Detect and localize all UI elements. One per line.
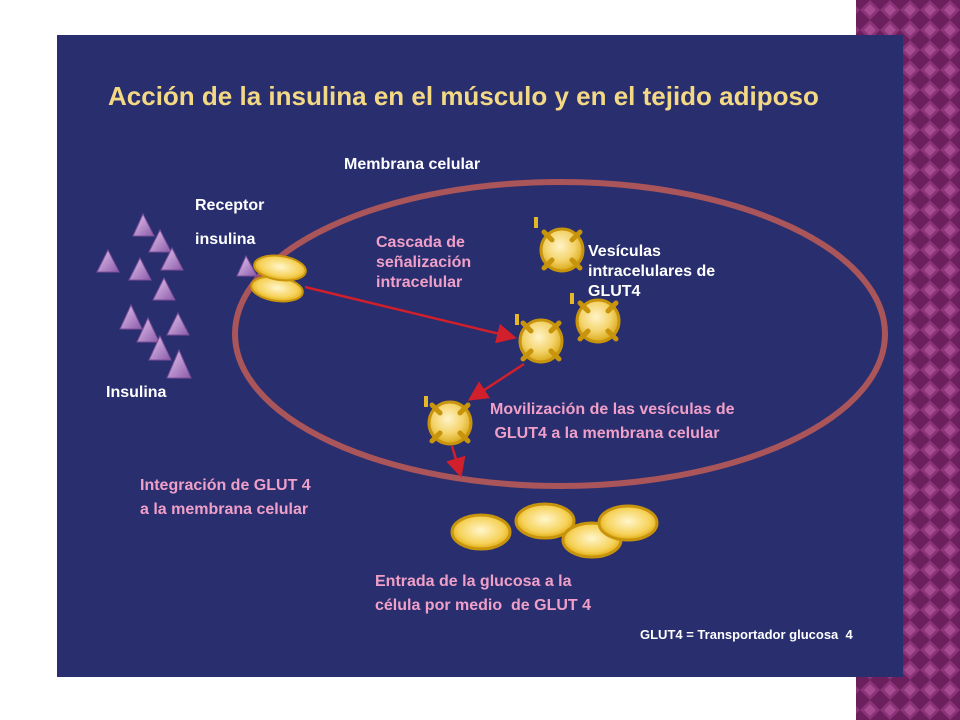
label-vesiculas: Vesículas intracelulares de GLUT4 (588, 242, 715, 302)
vesicle-icon (424, 396, 473, 446)
label-receptor: Receptor insulina (195, 189, 264, 257)
label-vesiculas-line: intracelulares de (588, 263, 716, 280)
triangle-icon (119, 303, 143, 330)
label-entrada: Entrada de la glucosa a la célula por me… (375, 570, 591, 618)
label-entrada-line: célula por medio de GLUT 4 (375, 597, 592, 614)
cell-membrane (232, 179, 888, 489)
label-cascada-line: señalización (376, 254, 472, 271)
triangle-icon (166, 311, 190, 336)
label-entrada-line: Entrada de la glucosa a la (375, 573, 572, 590)
triangle-icon (148, 228, 172, 253)
disc-icon (253, 254, 307, 282)
insulin-receptor (250, 254, 307, 303)
triangle-icon (132, 212, 155, 237)
label-integracion: Integración de GLUT 4 a la membrana celu… (140, 474, 311, 522)
triangle-icon (96, 248, 120, 273)
glut4-transporters (450, 502, 659, 559)
label-integracion-line: a la membrana celular (140, 501, 309, 518)
label-receptor-line: insulina (195, 231, 256, 248)
triangle-icon (166, 348, 192, 379)
label-vesiculas-line: Vesículas (588, 243, 661, 260)
label-integracion-line: Integración de GLUT 4 (140, 477, 311, 494)
triangle-icon (236, 254, 258, 277)
disc-icon (450, 513, 512, 551)
label-cascada-line: intracelular (376, 274, 463, 291)
slide-title: Acción de la insulina en el músculo y en… (108, 81, 819, 111)
label-insulina: Insulina (106, 384, 167, 401)
disc-icon (514, 502, 576, 540)
label-vesiculas-line: GLUT4 (588, 283, 641, 300)
label-receptor-line: Receptor (195, 197, 265, 214)
triangle-icon (136, 316, 160, 343)
triangle-icon (148, 334, 172, 361)
label-cascada-line: Cascada de (376, 234, 465, 251)
label-movilizacion-line: Movilización de las vesículas de (490, 401, 735, 418)
triangle-icon (160, 246, 184, 271)
insulin-molecules (96, 212, 258, 379)
label-membrana: Membrana celular (344, 156, 481, 173)
triangle-icon (128, 256, 152, 281)
footnote: GLUT4 = Transportador glucosa 4 (640, 627, 853, 642)
label-movilizacion: Movilización de las vesículas de GLUT4 a… (490, 398, 735, 446)
arrow-signal (304, 285, 517, 344)
vesicle-icon (515, 314, 564, 364)
vesicle-icon (570, 293, 621, 344)
triangle-icon (152, 276, 176, 301)
vesicle-icon (534, 217, 585, 273)
arrow-mobilization (467, 362, 525, 401)
disc-icon (597, 504, 659, 542)
arrow-integration (446, 445, 466, 478)
slide-panel (57, 35, 903, 677)
label-movilizacion-line: GLUT4 a la membrana celular (490, 425, 720, 442)
label-cascada: Cascada de señalización intracelular (376, 233, 471, 293)
